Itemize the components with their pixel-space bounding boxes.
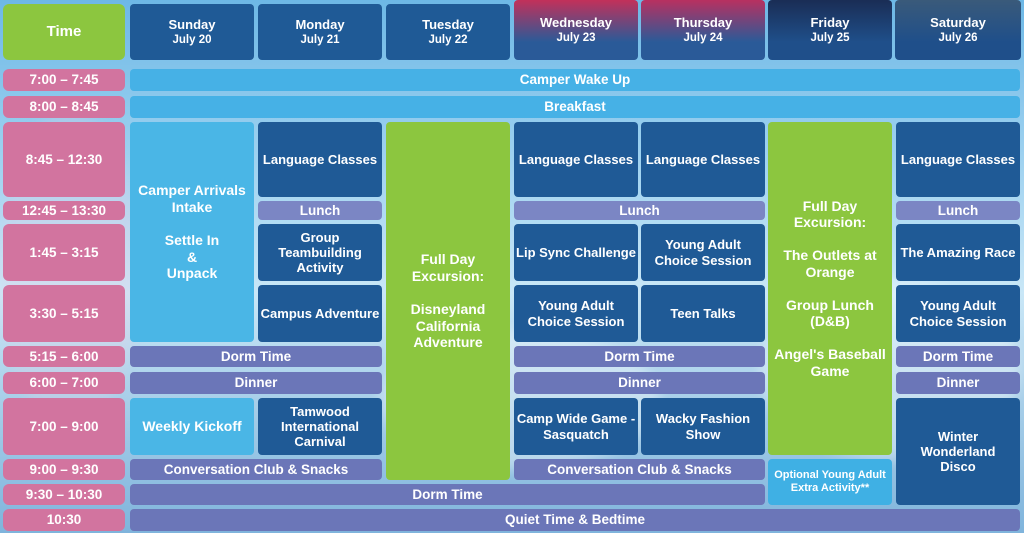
event-young-adult-choice: Young Adult Choice Session xyxy=(641,224,765,281)
event-dinner: Dinner xyxy=(896,372,1020,394)
event-winter-wonderland-disco: Winter Wonderland Disco xyxy=(896,398,1020,505)
event-dorm-time: Dorm Time xyxy=(514,346,765,367)
day-header-tuesday: Tuesday July 22 xyxy=(386,4,510,60)
day-date: July 20 xyxy=(172,33,212,46)
day-name: Monday xyxy=(295,16,345,32)
time-slot: 8:45 – 12:30 xyxy=(3,122,125,197)
time-slot: 7:00 – 9:00 xyxy=(3,398,125,455)
time-slot: 9:30 – 10:30 xyxy=(3,484,125,505)
day-name: Tuesday xyxy=(422,16,474,32)
day-date: July 23 xyxy=(556,31,596,44)
event-young-adult-choice: Young Adult Choice Session xyxy=(514,285,638,342)
event-lunch: Lunch xyxy=(514,201,765,220)
day-header-monday: Monday July 21 xyxy=(258,4,382,60)
time-slot: 9:00 – 9:30 xyxy=(3,459,125,480)
time-slot: 8:00 – 8:45 xyxy=(3,96,125,118)
event-language-classes: Language Classes xyxy=(514,122,638,197)
event-lunch: Lunch xyxy=(258,201,382,220)
event-campus-adventure: Campus Adventure xyxy=(258,285,382,342)
day-date: July 25 xyxy=(810,31,850,44)
event-breakfast: Breakfast xyxy=(130,96,1020,118)
time-slot: 12:45 – 13:30 xyxy=(3,201,125,220)
day-date: July 22 xyxy=(428,33,468,46)
event-dorm-time: Dorm Time xyxy=(130,346,382,367)
time-slot: 3:30 – 5:15 xyxy=(3,285,125,342)
day-name: Saturday xyxy=(930,14,986,30)
day-header-wednesday: Wednesday July 23 xyxy=(514,0,638,60)
event-conversation-club: Conversation Club & Snacks xyxy=(130,459,382,480)
day-date: July 26 xyxy=(938,31,978,44)
event-young-adult-choice: Young Adult Choice Session xyxy=(896,285,1020,342)
event-lip-sync-challenge: Lip Sync Challenge xyxy=(514,224,638,281)
day-name: Friday xyxy=(810,14,850,30)
day-header-thursday: Thursday July 24 xyxy=(641,0,765,60)
event-dorm-time-late: Dorm Time xyxy=(130,484,765,505)
event-dorm-time: Dorm Time xyxy=(896,346,1020,367)
day-date: July 21 xyxy=(300,33,340,46)
time-slot: 10:30 xyxy=(3,509,125,531)
day-header-sunday: Sunday July 20 xyxy=(130,4,254,60)
event-camp-wide-game: Camp Wide Game - Sasquatch xyxy=(514,398,638,455)
event-dinner: Dinner xyxy=(514,372,765,394)
event-tamwood-carnival: Tamwood International Carnival xyxy=(258,398,382,455)
time-slot: 7:00 – 7:45 xyxy=(3,69,125,91)
event-camper-arrivals: Camper Arrivals Intake Settle In & Unpac… xyxy=(130,122,254,342)
event-quiet-time-bedtime: Quiet Time & Bedtime xyxy=(130,509,1020,531)
event-language-classes: Language Classes xyxy=(641,122,765,197)
event-lunch: Lunch xyxy=(896,201,1020,220)
day-header-saturday: Saturday July 26 xyxy=(895,0,1021,60)
time-column-header: Time xyxy=(3,4,125,60)
event-conversation-club: Conversation Club & Snacks xyxy=(514,459,765,480)
day-name: Thursday xyxy=(673,14,733,30)
event-teen-talks: Teen Talks xyxy=(641,285,765,342)
event-wacky-fashion-show: Wacky Fashion Show xyxy=(641,398,765,455)
time-slot: 6:00 – 7:00 xyxy=(3,372,125,394)
event-language-classes: Language Classes xyxy=(258,122,382,197)
event-outlets-excursion: Full Day Excursion: The Outlets at Orang… xyxy=(768,122,892,455)
event-weekly-kickoff: Weekly Kickoff xyxy=(130,398,254,455)
day-date: July 24 xyxy=(683,31,723,44)
day-name: Sunday xyxy=(168,16,216,32)
day-name: Wednesday xyxy=(539,14,612,30)
time-slot: 5:15 – 6:00 xyxy=(3,346,125,367)
event-disneyland-excursion: Full Day Excursion: Disneyland Californi… xyxy=(386,122,510,480)
event-dinner: Dinner xyxy=(130,372,382,394)
time-slot: 1:45 – 3:15 xyxy=(3,224,125,281)
event-language-classes: Language Classes xyxy=(896,122,1020,197)
event-group-teambuilding: Group Teambuilding Activity xyxy=(258,224,382,281)
event-amazing-race: The Amazing Race xyxy=(896,224,1020,281)
event-optional-extra-activity: Optional Young Adult Extra Activity** xyxy=(768,459,892,505)
event-camper-wake-up: Camper Wake Up xyxy=(130,69,1020,91)
day-header-friday: Friday July 25 xyxy=(768,0,892,60)
